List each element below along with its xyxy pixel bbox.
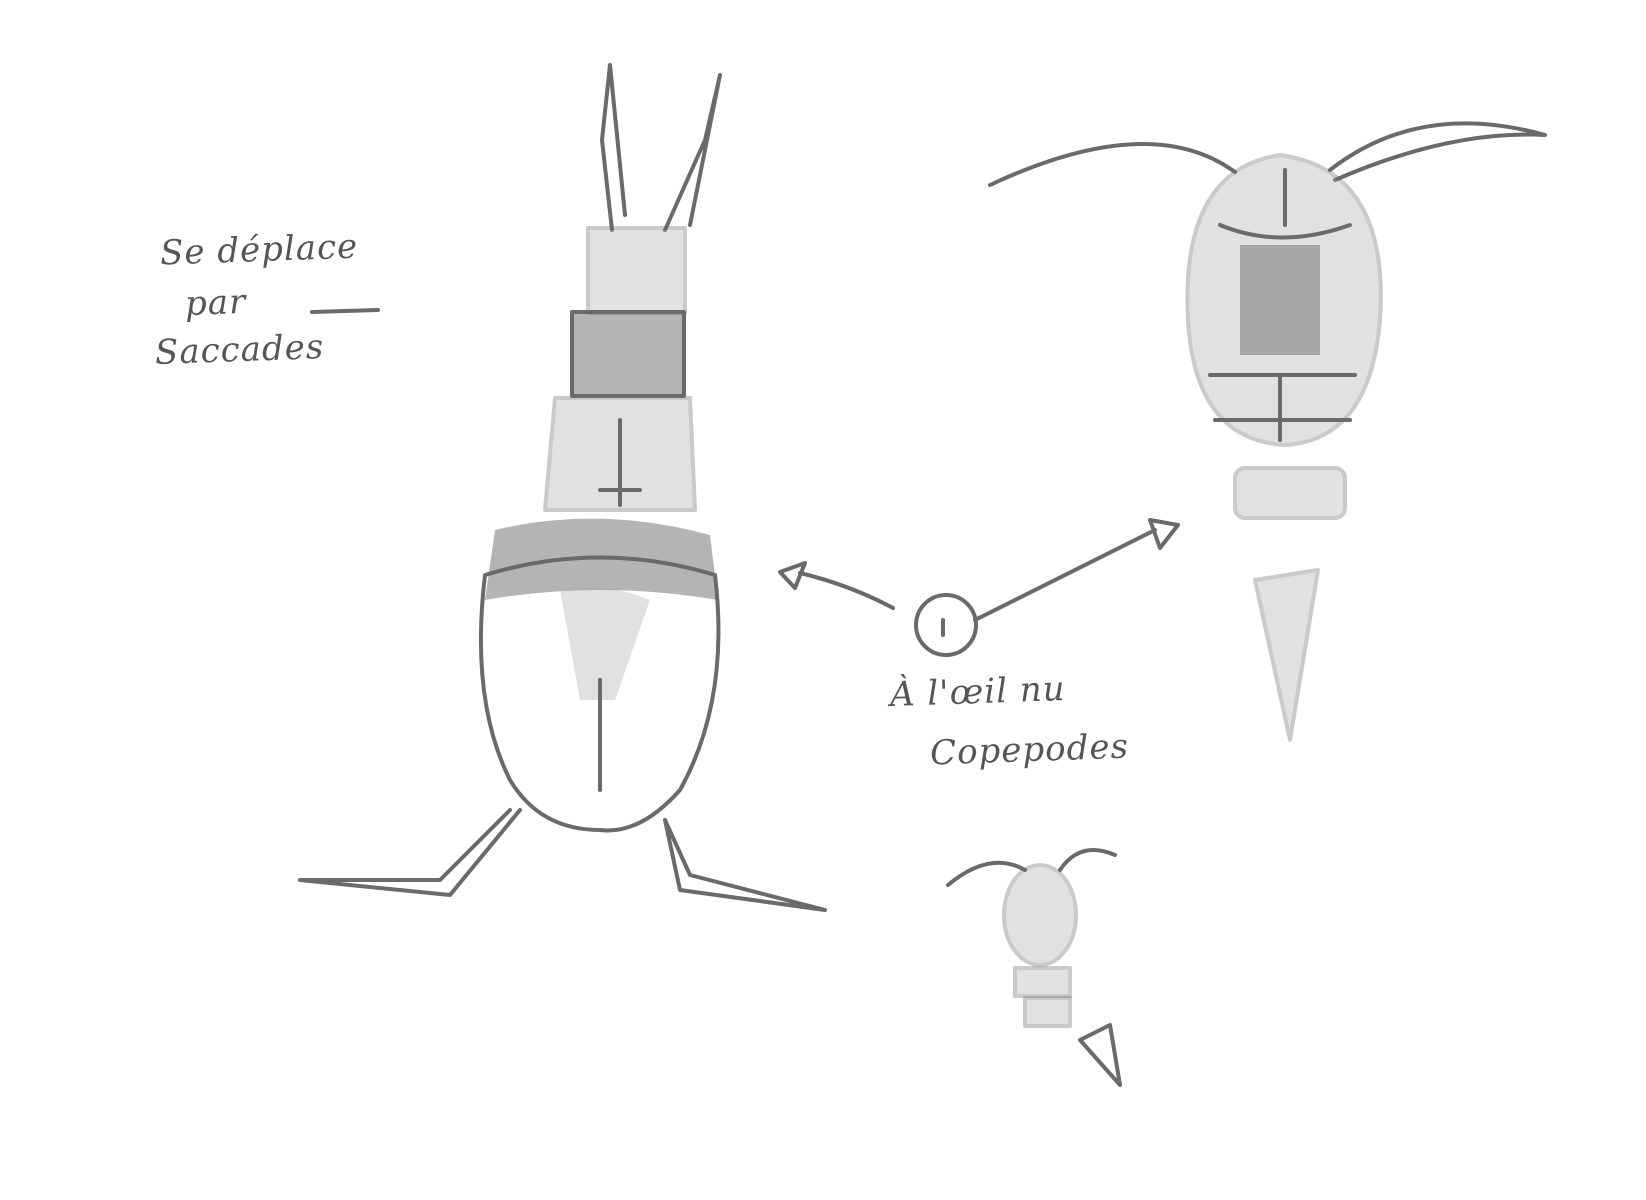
eye-diagram	[310, 308, 1180, 657]
note-movement-line2: par	[184, 281, 247, 325]
small-copepod-drawing	[946, 848, 1122, 1087]
note-movement-line1: Se déplace	[159, 226, 359, 274]
note-eye-line2: Copepodes	[929, 726, 1130, 774]
note-eye-line1: À l'œil nu	[889, 668, 1067, 716]
large-copepod-drawing	[298, 63, 827, 912]
note-movement-line3: Saccades	[154, 327, 325, 373]
dorsal-copepod-drawing	[988, 121, 1547, 742]
